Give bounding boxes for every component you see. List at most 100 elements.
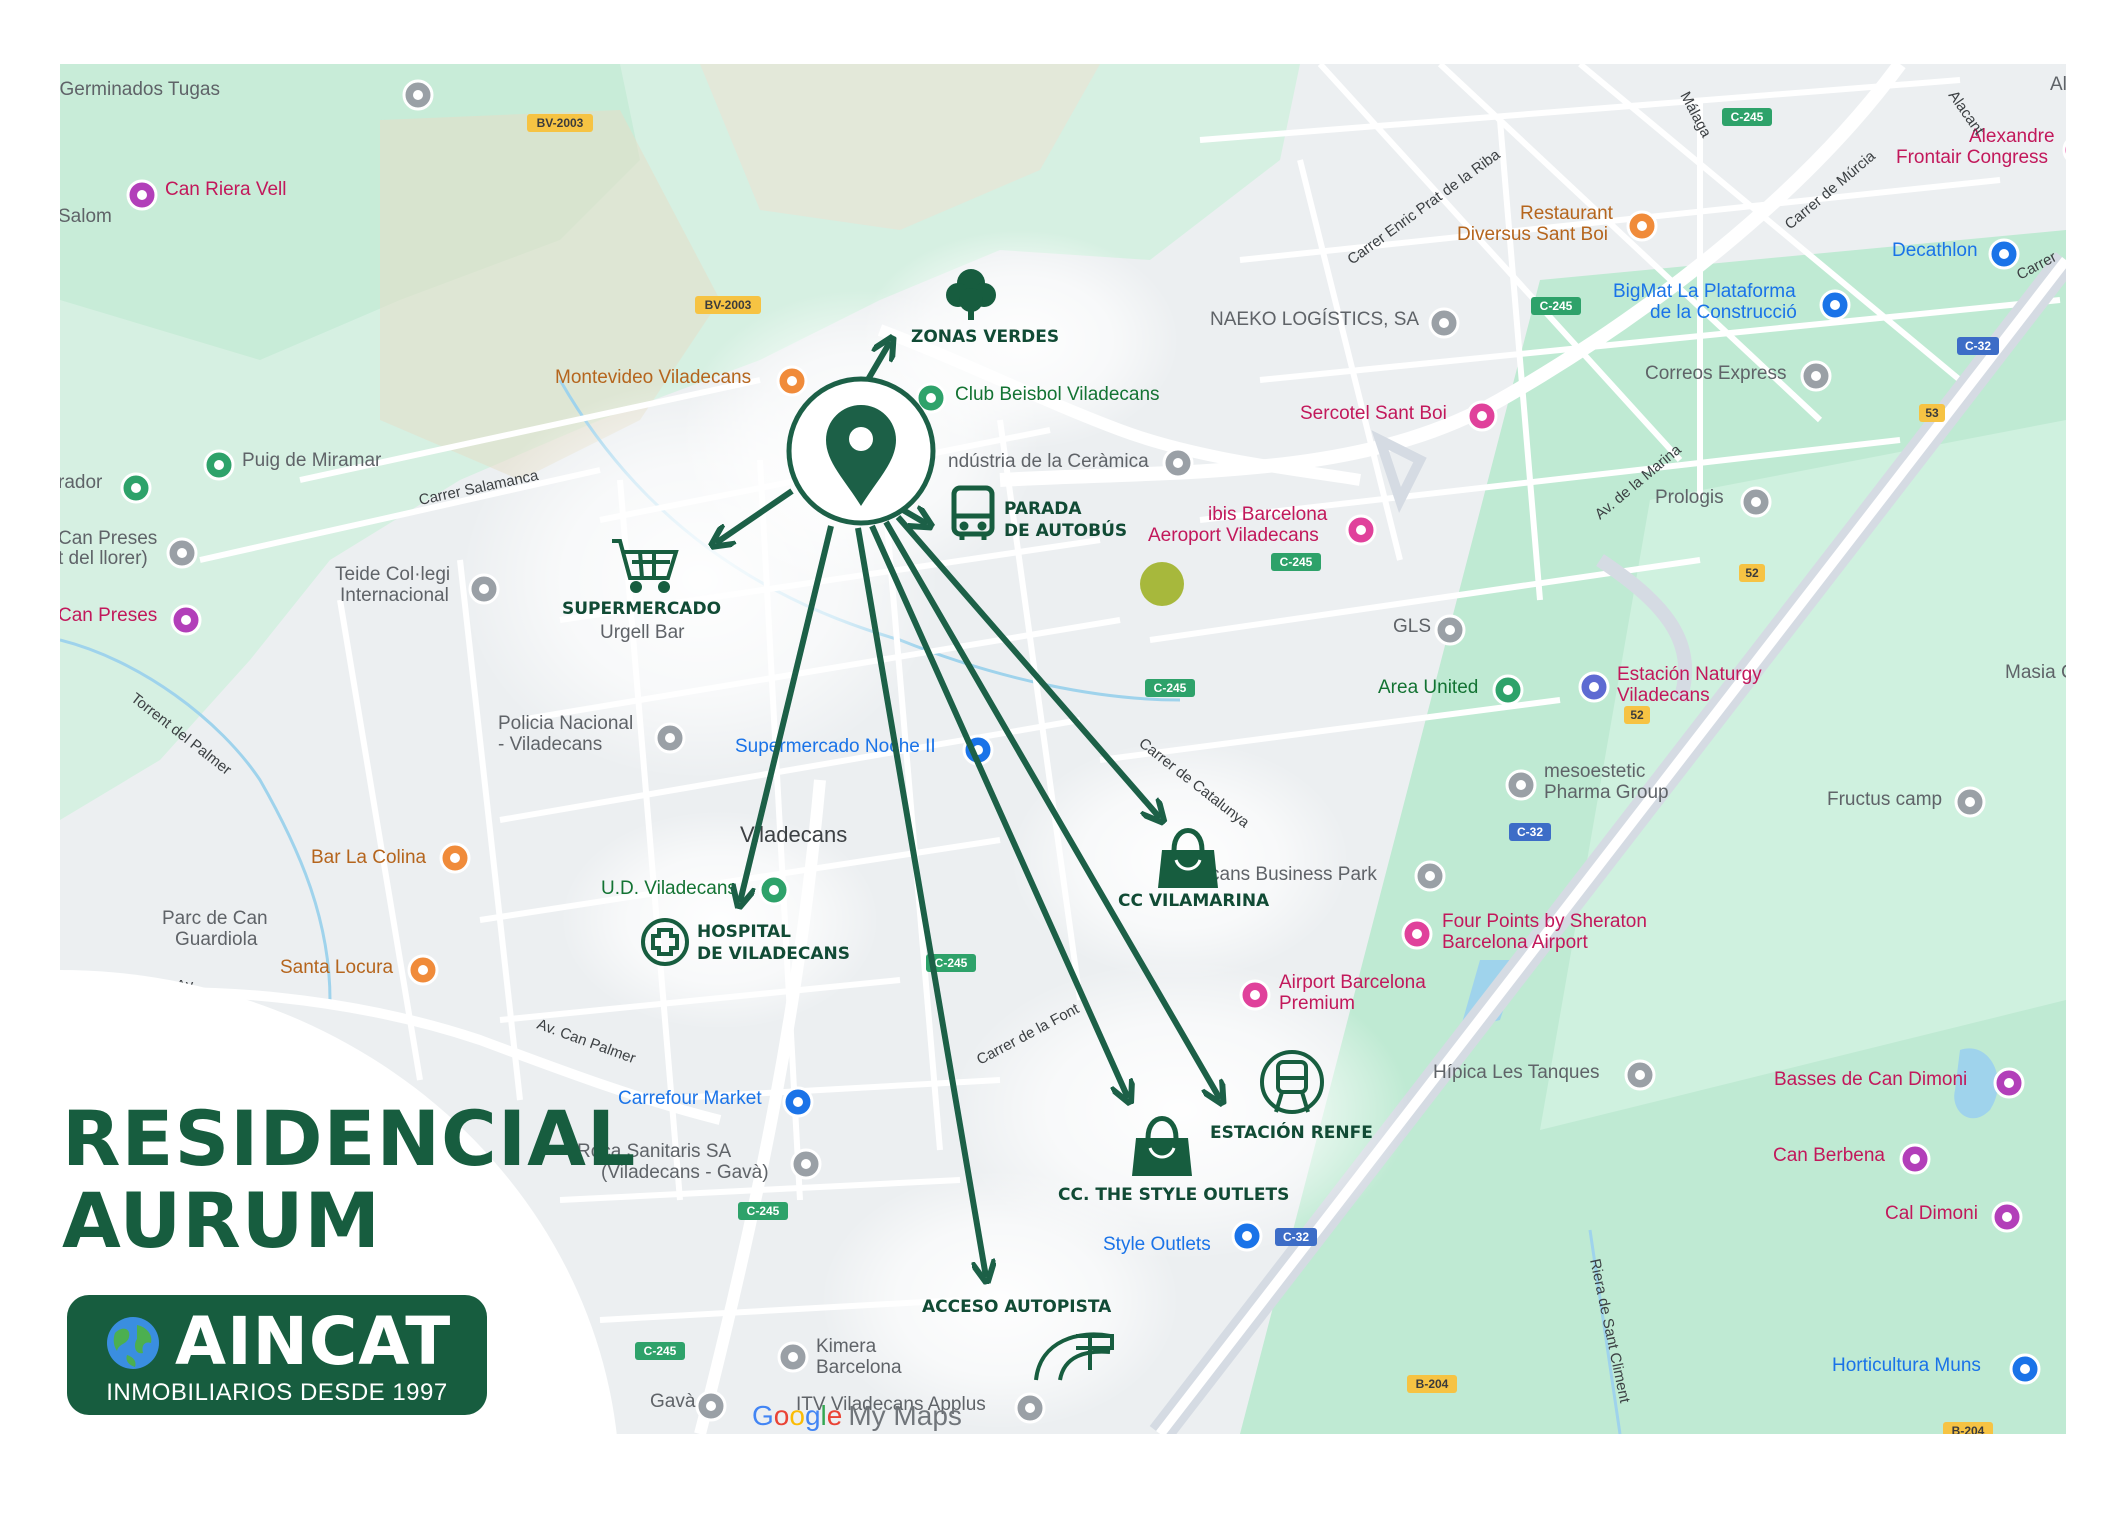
poi-label[interactable]: mesoestetic (1544, 761, 1645, 782)
poi-label[interactable]: Supermercado Noche II (735, 736, 936, 757)
poi-label[interactable]: Sercotel Sant Boi (1300, 403, 1447, 424)
castle-icon[interactable] (1899, 1143, 1931, 1175)
shop-icon[interactable] (2009, 1353, 2041, 1385)
hiking-icon[interactable] (203, 449, 235, 481)
poi-label[interactable]: Club Beisbol Viladecans (955, 384, 1160, 405)
map-canvas[interactable]: BV-2003BV-2003C-245C-245C-245C-245C-245C… (60, 64, 2066, 1434)
poi-label[interactable]: Guardiola (175, 929, 258, 950)
pin-icon[interactable] (1414, 860, 1446, 892)
castle-icon[interactable] (170, 604, 202, 636)
pin-icon[interactable] (1014, 1392, 1046, 1424)
poi-label[interactable]: Correos Express (1645, 363, 1787, 384)
poi-label[interactable]: Cal Dimoni (1885, 1203, 1978, 1224)
poi-label[interactable]: Four Points by Sheraton (1442, 911, 1647, 932)
poi-label[interactable]: Germinados Tugas (60, 79, 220, 100)
poi-label[interactable]: Bar La Colina (311, 847, 427, 868)
poi-label[interactable]: Decathlon (1892, 240, 1978, 261)
poi-label[interactable]: Puig de Miramar (242, 450, 382, 471)
poi-label[interactable]: Viladecans (1617, 685, 1710, 706)
pin-icon[interactable] (1954, 786, 1986, 818)
poi-label[interactable]: de la Construcció (1650, 302, 1797, 323)
poi-label[interactable]: - Viladecans (498, 734, 602, 755)
poi-label[interactable]: NAEKO LOGÍSTICS, SA (1210, 309, 1419, 330)
poi-label[interactable]: Salom (60, 206, 112, 227)
park-icon[interactable] (915, 382, 947, 414)
pin-icon[interactable] (1740, 486, 1772, 518)
castle-icon[interactable] (1991, 1201, 2023, 1233)
poi-label[interactable]: Barcelona Airport (1442, 932, 1588, 953)
poi-label[interactable]: Hípica Les Tanques (1433, 1062, 1600, 1083)
poi-label[interactable]: Estación Naturgy (1617, 664, 1762, 685)
castle-icon[interactable] (126, 179, 158, 211)
poi-label[interactable]: Masia Ca (2005, 662, 2066, 683)
shop-icon[interactable] (1988, 238, 2020, 270)
poi-label[interactable]: Horticultura Muns (1832, 1355, 1981, 1376)
poi-label[interactable]: Parc de Can (162, 908, 268, 929)
poi-label[interactable]: Prologis (1655, 487, 1724, 508)
pin-icon[interactable] (1624, 1059, 1656, 1091)
poi-label[interactable]: (Viladecans - Gavà) (601, 1162, 769, 1183)
charging-icon[interactable] (1578, 671, 1610, 703)
poi-label[interactable]: Style Outlets (1103, 1234, 1211, 1255)
poi-label[interactable]: Urgell Bar (600, 622, 685, 643)
poi-label[interactable]: Kimera (816, 1336, 877, 1357)
poi-label[interactable]: Can Preses (60, 528, 157, 549)
poi-label[interactable]: t del llorer) (60, 548, 148, 569)
pin-icon[interactable] (1800, 360, 1832, 392)
school-icon[interactable] (468, 573, 500, 605)
poi-label[interactable]: Policia Nacional (498, 713, 633, 734)
poi-label[interactable]: Alcam (2050, 74, 2066, 95)
rail-icon[interactable] (695, 1390, 727, 1422)
pin-icon[interactable] (1162, 447, 1194, 479)
poi-label[interactable]: Montevideo Viladecans (555, 367, 751, 388)
restaurant-icon[interactable] (1626, 210, 1658, 242)
pin-icon[interactable] (1505, 769, 1537, 801)
hiking-icon[interactable] (120, 472, 152, 504)
poi-label[interactable]: Can Preses (60, 605, 157, 626)
poi-label[interactable]: Carrefour Market (618, 1088, 762, 1109)
poi-label[interactable]: Basses de Can Dimoni (1774, 1069, 1967, 1090)
poi-label[interactable]: ndústria de la Ceràmica (948, 451, 1149, 472)
poi-label[interactable]: Can Riera Vell (165, 179, 286, 200)
poi-label[interactable]: Santa Locura (280, 957, 393, 978)
poi-label[interactable]: Teide Col·legi (335, 564, 450, 585)
hotel-icon[interactable] (1466, 400, 1498, 432)
hotel-icon[interactable] (1345, 514, 1377, 546)
poi-label[interactable]: Barcelona (816, 1357, 902, 1378)
hotel-icon[interactable] (1401, 918, 1433, 950)
pin-icon[interactable] (790, 1148, 822, 1180)
poi-label[interactable]: Can Berbena (1773, 1145, 1885, 1166)
poi-label[interactable]: rador (60, 472, 103, 493)
pin-icon[interactable] (1428, 307, 1460, 339)
restaurant-icon[interactable] (407, 954, 439, 986)
poi-label[interactable]: ITV Viladecans Applus (796, 1394, 986, 1415)
poi-label[interactable]: ibis Barcelona (1208, 504, 1328, 525)
shop-icon[interactable] (1231, 1220, 1263, 1252)
aincat-logo[interactable]: AINCAT INMOBILIARIOS DESDE 1997 (67, 1295, 487, 1415)
police-icon[interactable] (654, 722, 686, 754)
poi-label[interactable]: GLS (1393, 616, 1431, 637)
restaurant-icon[interactable] (439, 842, 471, 874)
cart-icon[interactable] (782, 1086, 814, 1118)
poi-label[interactable]: Alexandre (1969, 126, 2055, 147)
poi-label[interactable]: Gavà (650, 1391, 696, 1412)
poi-label[interactable]: Pharma Group (1544, 782, 1669, 803)
poi-label[interactable]: BigMat La Plataforma (1613, 281, 1796, 302)
poi-label[interactable]: cans Business Park (1210, 864, 1377, 885)
park-icon[interactable] (1492, 674, 1524, 706)
hotel-icon[interactable] (2062, 136, 2066, 164)
restaurant-icon[interactable] (776, 365, 808, 397)
poi-label[interactable]: Mercadona (1440, 64, 1535, 67)
hotel-icon[interactable] (1239, 979, 1271, 1011)
pin-icon[interactable] (402, 79, 434, 111)
poi-label[interactable]: Frontair Congress (1896, 147, 2048, 168)
poi-label[interactable]: Aeroport Viladecans (1148, 525, 1319, 546)
poi-label[interactable]: Internacional (340, 585, 449, 606)
poi-label[interactable]: Roca Sanitaris SA (577, 1141, 732, 1162)
pin-icon[interactable] (777, 1341, 809, 1373)
poi-label[interactable]: Restaurant (1520, 203, 1614, 224)
poi-label[interactable]: Area United (1378, 677, 1478, 698)
poi-label[interactable]: Diversus Sant Boi (1457, 224, 1608, 245)
